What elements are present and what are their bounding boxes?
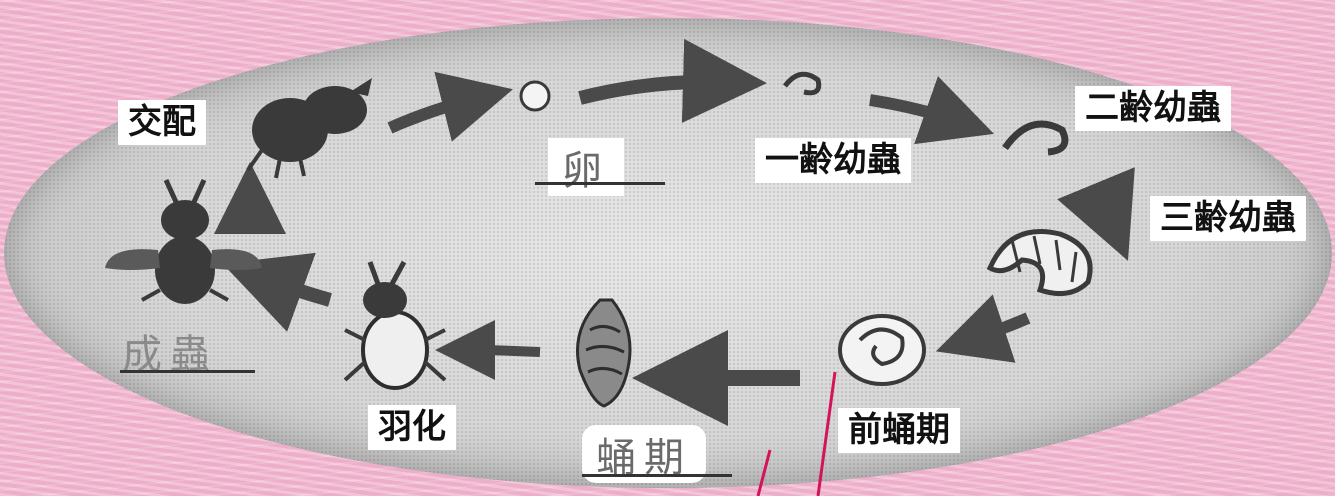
beetle-emerged-icon [343,260,447,390]
stage-label-instar1: 一齢幼蟲 [755,138,911,184]
arrow-instar2-to-instar3 [1057,167,1135,261]
arrow-instar3-to-prepupa [935,294,1031,363]
stage-handwritten-pupa: 蛹期 [582,425,706,483]
egg-underline [535,182,665,185]
prepupa-icon [838,314,926,386]
stage-label-instar3: 三齢幼蟲 [1150,196,1306,242]
arrow-egg-to-instar1 [578,38,767,123]
beetle-mating-icon [246,78,372,179]
egg-icon [519,80,551,112]
arrow-instar1-to-instar2 [869,76,994,145]
pupa-underline [582,474,732,477]
arrow-pupa-to-emergence [435,320,541,381]
arrow-emergence-to-adult [222,252,332,332]
arrow-mating-to-egg [387,71,513,142]
larva-instar2-icon [1002,120,1069,156]
stage-label-instar2: 二齢幼蟲 [1075,86,1231,132]
stage-label-prepupa: 前蛹期 [838,408,960,454]
larva-instar1-icon [783,71,822,96]
adult-beetle-icon [105,178,262,304]
stage-label-mating: 交配 [118,100,206,146]
stage-handwritten-egg: 卵 [548,138,624,196]
larva-instar3-icon [986,229,1093,297]
adult-underline [120,370,255,373]
pupa-icon [576,298,632,408]
stage-label-emergence: 羽化 [368,405,456,451]
